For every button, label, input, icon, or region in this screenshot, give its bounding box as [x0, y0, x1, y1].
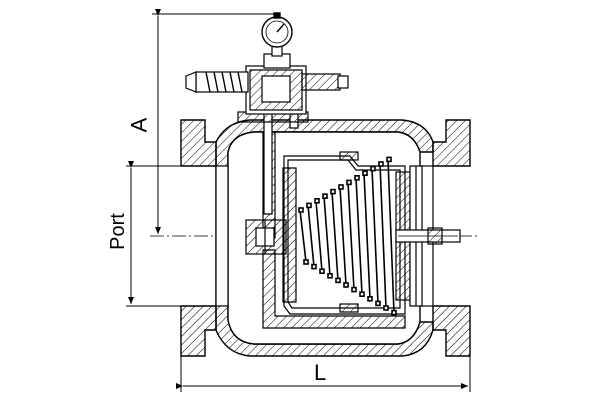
left-port-wall	[215, 165, 229, 307]
spring-coil	[323, 196, 331, 276]
left-flange-bottom	[180, 305, 217, 357]
spring-coil-end	[386, 156, 392, 163]
spring-coil-end	[354, 175, 360, 181]
dim-label-port: Port	[106, 213, 129, 250]
spring-coil-end	[311, 263, 317, 270]
spring-coil-end	[375, 300, 381, 307]
spring-coil-end	[378, 161, 384, 167]
spring-coil-end	[330, 188, 336, 195]
spring-coil-end	[303, 259, 309, 265]
dim-label-l: L	[314, 360, 327, 385]
spring-coil	[299, 209, 307, 263]
spring-coil-end	[383, 305, 389, 311]
spring-coil	[387, 159, 395, 313]
spring-coil-end	[314, 198, 320, 204]
spring-coil-end	[335, 277, 341, 284]
spring-coil	[379, 163, 387, 309]
spring-coil-end	[367, 295, 373, 302]
spring-coil-end	[298, 207, 304, 213]
spring-coil-end	[359, 291, 365, 298]
spring-coil-end	[370, 165, 376, 172]
pilot-valve	[185, 43, 349, 123]
spring-coil-end	[351, 286, 357, 293]
spring-coil	[339, 186, 347, 286]
spring-coil-end	[346, 179, 352, 186]
spring-coil-end	[306, 202, 312, 209]
spring-coil-end	[338, 184, 344, 190]
diaphragm-holder	[282, 167, 297, 303]
right-flange-top	[432, 119, 471, 167]
spring-coil	[371, 168, 379, 304]
spring-coil	[347, 182, 355, 290]
dimension-lines	[126, 9, 471, 392]
spring-coil	[355, 177, 363, 295]
pressure-gauge	[261, 12, 293, 48]
spring-coil-end	[391, 309, 397, 316]
spring-coil	[307, 205, 315, 267]
spring-coil-end	[362, 170, 368, 176]
left-flange-top	[180, 119, 217, 167]
spring-coil	[363, 173, 371, 299]
spring-coil	[331, 191, 339, 281]
connector-nut	[245, 219, 287, 255]
spring-coil-end	[327, 272, 333, 279]
spring-coil	[315, 200, 323, 272]
spring-coil-end	[343, 282, 349, 288]
dim-label-a: A	[126, 117, 152, 133]
valve-stem	[395, 227, 461, 245]
right-flange-bottom	[432, 305, 471, 357]
spring	[298, 156, 397, 316]
spring-coil-end	[319, 268, 325, 275]
spring-coil-end	[322, 193, 328, 199]
